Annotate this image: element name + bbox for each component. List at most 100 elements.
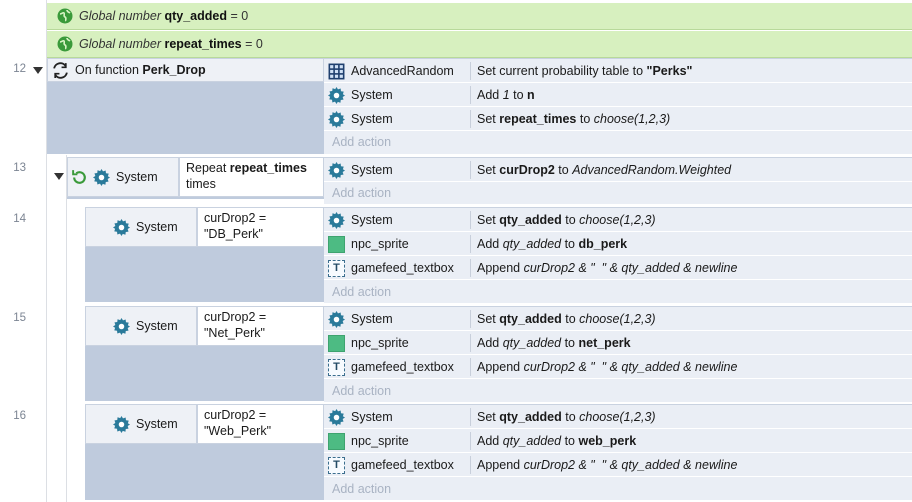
global-var-repeat-times[interactable]: Global number repeat_times = 0	[47, 31, 912, 58]
action-description: Add qty_added to net_perk	[477, 336, 631, 350]
globe-icon	[57, 36, 73, 52]
action-row[interactable]: T gamefeed_textbox Append curDrop2 & " "…	[324, 355, 912, 379]
action-object: System	[328, 208, 470, 232]
compare-condition[interactable]: curDrop2 ="Net_Perk"	[197, 306, 324, 346]
condition-object[interactable]: System	[85, 306, 197, 346]
compare-condition[interactable]: curDrop2 ="DB_Perk"	[197, 207, 324, 247]
action-object: AdvancedRandom	[328, 59, 470, 83]
gear-icon	[328, 310, 345, 328]
global-var-text: Global number qty_added = 0	[79, 9, 249, 23]
action-object: System	[328, 307, 470, 331]
add-action-link[interactable]: Add action	[332, 482, 392, 496]
gear-icon	[328, 86, 345, 104]
column-divider	[470, 62, 471, 80]
action-object: System	[328, 405, 470, 429]
action-description: Append curDrop2 & " " & qty_added & newl…	[477, 458, 738, 472]
table-grid-icon	[328, 63, 345, 79]
collapse-arrow-icon[interactable]	[54, 173, 64, 180]
text-box-icon: T	[328, 456, 345, 474]
column-divider	[470, 334, 471, 352]
global-var-text: Global number repeat_times = 0	[79, 37, 263, 51]
action-row[interactable]: AdvancedRandom Set current probability t…	[324, 59, 912, 83]
action-row[interactable]: System Add 1 to n	[324, 83, 912, 107]
action-object: npc_sprite	[328, 429, 470, 453]
trigger-text: On function Perk_Drop	[75, 63, 206, 77]
column-divider	[470, 211, 471, 229]
trigger-condition[interactable]: On function Perk_Drop	[47, 58, 324, 82]
sprite-icon	[328, 334, 345, 352]
action-row[interactable]: npc_sprite Add qty_added to web_perk	[324, 429, 912, 453]
column-divider	[470, 86, 471, 104]
line-number: 16	[13, 410, 26, 422]
condition-object[interactable]: System	[85, 207, 197, 247]
action-row[interactable]: System Set qty_added to choose(1,2,3)	[324, 208, 912, 232]
column-divider	[470, 259, 471, 277]
gear-icon	[113, 415, 130, 433]
globe-icon	[57, 8, 73, 24]
column-divider	[470, 310, 471, 328]
column-divider	[470, 408, 471, 426]
action-row[interactable]: System Set curDrop2 to AdvancedRandom.We…	[324, 158, 912, 182]
action-row[interactable]: System Set qty_added to choose(1,2,3)	[324, 405, 912, 429]
action-object: System	[328, 107, 470, 131]
compare-condition[interactable]: curDrop2 ="Web_Perk"	[197, 404, 324, 444]
column-divider	[470, 432, 471, 450]
action-object: T gamefeed_textbox	[328, 453, 470, 477]
add-action-link[interactable]: Add action	[332, 186, 392, 200]
action-description: Set repeat_times to choose(1,2,3)	[477, 112, 671, 126]
action-description: Set qty_added to choose(1,2,3)	[477, 213, 656, 227]
action-object: System	[328, 83, 470, 107]
gutter-line	[46, 0, 47, 502]
sprite-icon	[328, 432, 345, 450]
line-number: 12	[13, 63, 26, 75]
column-divider	[470, 235, 471, 253]
action-description: Add qty_added to db_perk	[477, 237, 628, 251]
action-description: Append curDrop2 & " " & qty_added & newl…	[477, 360, 738, 374]
action-row[interactable]: npc_sprite Add qty_added to db_perk	[324, 232, 912, 256]
column-divider	[470, 456, 471, 474]
action-row[interactable]: npc_sprite Add qty_added to net_perk	[324, 331, 912, 355]
condition-object[interactable]: System	[85, 404, 197, 444]
action-description: Append curDrop2 & " " & qty_added & newl…	[477, 261, 738, 275]
action-list: System Set qty_added to choose(1,2,3) np…	[324, 207, 912, 303]
action-row[interactable]: T gamefeed_textbox Append curDrop2 & " "…	[324, 256, 912, 280]
sprite-icon	[328, 235, 345, 253]
action-list: System Set curDrop2 to AdvancedRandom.We…	[324, 157, 912, 204]
line-number: 15	[13, 312, 26, 324]
action-object: System	[328, 158, 470, 182]
collapse-arrow-icon[interactable]	[33, 67, 43, 74]
add-action-link[interactable]: Add action	[332, 384, 392, 398]
action-description: Add qty_added to web_perk	[477, 434, 637, 448]
action-description: Set qty_added to choose(1,2,3)	[477, 312, 656, 326]
add-action-link[interactable]: Add action	[332, 285, 392, 299]
text-box-icon: T	[328, 358, 345, 376]
action-description: Set current probability table to "Perks"	[477, 64, 693, 78]
action-row[interactable]: System Set repeat_times to choose(1,2,3)	[324, 107, 912, 131]
gear-icon	[328, 408, 345, 426]
gutter-line	[66, 155, 67, 502]
global-var-qty-added[interactable]: Global number qty_added = 0	[47, 3, 912, 30]
add-action-link[interactable]: Add action	[332, 135, 392, 149]
action-description: Add 1 to n	[477, 88, 535, 102]
gear-icon	[113, 218, 130, 236]
action-list: System Set qty_added to choose(1,2,3) np…	[324, 306, 912, 402]
line-number: 13	[13, 162, 26, 174]
gear-icon	[328, 161, 345, 179]
function-loop-icon	[53, 61, 68, 79]
gear-icon	[328, 110, 345, 128]
condition-object[interactable]: System	[67, 157, 179, 197]
action-row[interactable]: T gamefeed_textbox Append curDrop2 & " "…	[324, 453, 912, 477]
action-object: T gamefeed_textbox	[328, 256, 470, 280]
column-divider	[470, 110, 471, 128]
text-box-icon: T	[328, 259, 345, 277]
action-row[interactable]: System Set qty_added to choose(1,2,3)	[324, 307, 912, 331]
action-list: AdvancedRandom Set current probability t…	[324, 58, 912, 154]
action-object: T gamefeed_textbox	[328, 355, 470, 379]
action-description: Set qty_added to choose(1,2,3)	[477, 410, 656, 424]
gear-icon	[328, 211, 345, 229]
line-number: 14	[13, 213, 26, 225]
repeat-loop-icon	[72, 169, 86, 184]
action-object: npc_sprite	[328, 331, 470, 355]
action-object: npc_sprite	[328, 232, 470, 256]
